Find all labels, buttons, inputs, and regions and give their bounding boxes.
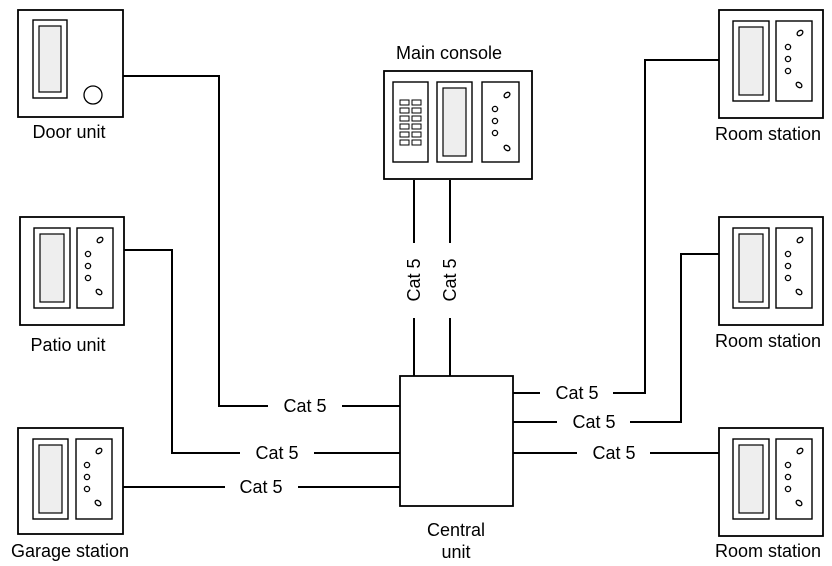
patio-keypad-panel <box>76 227 114 309</box>
console-buttons-icon <box>491 91 511 152</box>
central-unit-label-line1: Central <box>427 520 485 540</box>
console-keypad-icon <box>399 99 422 146</box>
door-unit-wire <box>123 75 268 407</box>
central-unit <box>399 375 514 507</box>
garage-station-label: Garage station <box>11 541 129 561</box>
room-station-2-label: Room station <box>715 331 821 351</box>
cable-label-room-1: Cat 5 <box>555 383 598 403</box>
garage-station <box>17 427 124 535</box>
cable-label-console-right: Cat 5 <box>440 258 460 301</box>
main-console <box>383 70 533 180</box>
cable-label-room-2: Cat 5 <box>572 412 615 432</box>
cable-label-room-3: Cat 5 <box>592 443 635 463</box>
patio-keypad-icon <box>84 236 104 296</box>
cable-label-garage: Cat 5 <box>239 477 282 497</box>
room-station-2-wire-end <box>630 253 719 423</box>
door-unit-label: Door unit <box>32 122 105 142</box>
room-station-1-keypad-icon <box>784 29 804 89</box>
door-button-icon <box>83 85 103 105</box>
central-unit-label-line2: unit <box>441 542 470 562</box>
cable-label-door: Cat 5 <box>283 396 326 416</box>
room-station-2 <box>718 216 824 326</box>
room-station-1 <box>718 9 824 119</box>
room-station-3 <box>718 427 824 537</box>
cable-label-console-left: Cat 5 <box>404 258 424 301</box>
main-console-label: Main console <box>396 43 502 63</box>
room-station-3-label: Room station <box>715 541 821 561</box>
room-station-2-keypad-icon <box>784 236 804 296</box>
cable-label-patio: Cat 5 <box>255 443 298 463</box>
garage-keypad-icon <box>83 447 103 507</box>
patio-unit-label: Patio unit <box>30 335 105 355</box>
patio-unit-wire <box>123 249 240 454</box>
door-unit <box>17 9 124 118</box>
wiring <box>123 59 719 488</box>
patio-unit <box>19 216 125 326</box>
room-station-1-wire-end <box>613 59 719 394</box>
room-station-3-keypad-icon <box>784 447 804 507</box>
room-station-1-label: Room station <box>715 124 821 144</box>
garage-keypad-panel <box>75 438 113 520</box>
